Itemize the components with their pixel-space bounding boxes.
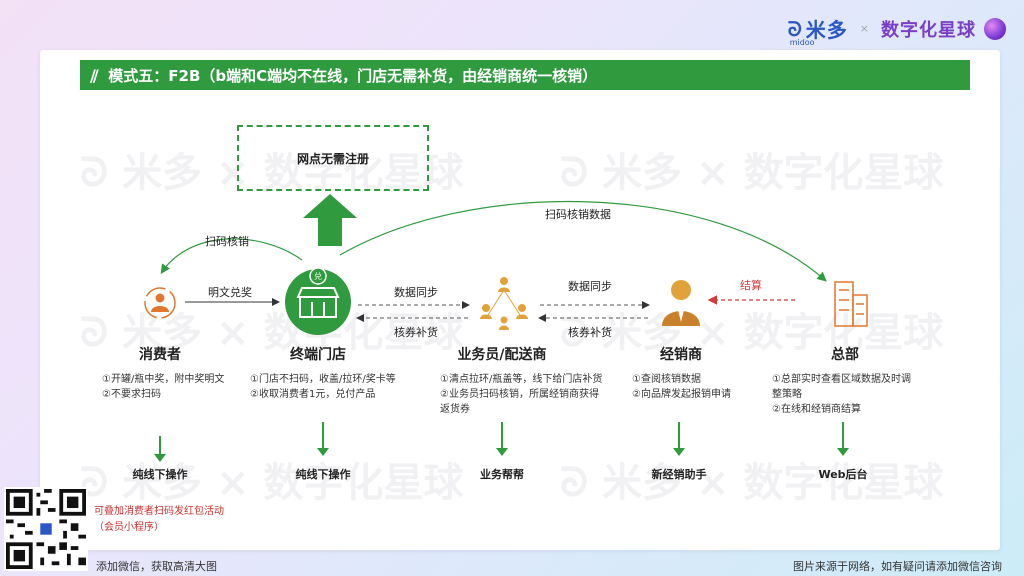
businessman-icon (662, 280, 700, 326)
down-arrow-icon (673, 422, 685, 456)
desc-line: ②向品牌发起报销申请 (632, 389, 731, 400)
down-arrow-icon (496, 422, 508, 456)
scan-data-arrow (339, 200, 827, 282)
desc-line: ①门店不扫码，收盖/拉环/奖卡等 (250, 374, 396, 385)
scan-verify-label: 扫码核销 (205, 235, 249, 248)
node-hq: 总部 (795, 344, 895, 364)
node-sales: 业务员/配送商 (442, 344, 562, 364)
node-consumer: 消费者 (110, 344, 210, 364)
up-arrow-icon (303, 194, 357, 246)
data-sync-label-1: 数据同步 (394, 286, 438, 299)
plain-redeem-label: 明文兑奖 (208, 286, 252, 299)
brand-separator: × (859, 22, 869, 35)
desc-line: ①清点拉环/瓶盖等，线下给门店补货 (440, 374, 603, 385)
no-register-box: 网点无需注册 (237, 125, 429, 191)
mode-title: 模式五：F2B（b端和C端均不在线，门店无需补货，由经销商统一核销） (108, 66, 598, 85)
diagram-card: ᘐ 米多 × 数字化星球 ᘐ 米多 × 数字化星球 ᘐ 米多 × 数字化星球 ᘐ… (40, 50, 1000, 550)
brand-logo-text: 米多 (805, 18, 848, 42)
brand-header: ᘐ 米多 midoo × 数字化星球 (787, 14, 1006, 48)
desc-line: ②业务员扫码核销，所属经销商获得 (440, 389, 599, 400)
coupon-restock-label-1: 核券补货 (394, 326, 438, 339)
sales-team-icon (480, 277, 528, 330)
slash-icon: // (90, 65, 99, 85)
wechat-qr-icon[interactable] (4, 487, 88, 571)
tool-sales: 业务帮帮 (480, 468, 524, 481)
tool-hq: Web后台 (818, 468, 868, 481)
node-desc-sales: ①清点拉环/瓶盖等，线下给门店补货 ②业务员扫码核销，所属经销商获得 返货券 (440, 372, 630, 417)
no-register-label: 网点无需注册 (296, 151, 369, 166)
consumer-icon (144, 287, 176, 319)
footer-left-text: 添加微信，获取高清大图 (96, 560, 217, 573)
coupon-restock-label-2: 核券补货 (568, 326, 612, 339)
desc-line: ②收取消费者1元，兑付产品 (250, 389, 376, 400)
midoo-mark-icon: ᘐ (787, 16, 802, 41)
brand-logo-sub: midoo (789, 38, 815, 47)
node-title: 终端门店 (290, 347, 346, 363)
tool-store: 纯线下操作 (295, 468, 351, 481)
store-badge: 兑 (314, 271, 322, 281)
down-arrow-icon (154, 436, 166, 462)
tool-distributor: 新经销助手 (651, 468, 707, 481)
node-desc-hq: ①总部实时查看区域数据及时调 整策略 ②在线和经销商结算 (772, 372, 942, 417)
desc-line: 返货券 (440, 404, 470, 415)
down-arrow-icon (317, 422, 329, 456)
node-desc-consumer: ①开罐/瓶中奖，附中奖明文 ②不要求扫码 (102, 372, 252, 402)
node-title: 消费者 (139, 347, 181, 363)
footer-right-text: 图片来源于网络，如有疑问请添加微信咨询 (793, 560, 1002, 573)
scan-verify-arrow (160, 238, 303, 274)
node-desc-distributor: ①查阅核销数据 ②向品牌发起报销申请 (632, 372, 782, 402)
desc-line: ①总部实时查看区域数据及时调 (772, 374, 911, 385)
promo-note: 可叠加消费者扫码发红包活动 （会员小程序） (94, 504, 224, 536)
settle-label: 结算 (740, 279, 762, 292)
store-icon (285, 267, 351, 335)
tool-consumer: 纯线下操作 (132, 468, 188, 481)
promo-line: （会员小程序） (94, 522, 164, 533)
node-title: 业务员/配送商 (457, 347, 547, 363)
node-title: 总部 (831, 347, 859, 363)
brand-planet-text: 数字化星球 (881, 19, 976, 41)
desc-line: ①开罐/瓶中奖，附中奖明文 (102, 374, 225, 385)
node-title: 经销商 (660, 347, 702, 363)
mode-title-bar: // 模式五：F2B（b端和C端均不在线，门店无需补货，由经销商统一核销） (80, 60, 970, 90)
promo-line: 可叠加消费者扫码发红包活动 (94, 506, 224, 517)
planet-icon (984, 17, 1006, 40)
building-icon (834, 281, 868, 327)
desc-line: ②不要求扫码 (102, 389, 161, 400)
scan-data-label: 扫码核销数据 (545, 208, 611, 221)
desc-line: ①查阅核销数据 (632, 374, 701, 385)
down-arrow-icon (837, 422, 849, 456)
data-sync-label-2: 数据同步 (568, 280, 612, 293)
node-desc-store: ①门店不扫码，收盖/拉环/奖卡等 ②收取消费者1元，兑付产品 (250, 372, 425, 402)
node-store: 终端门店 (268, 344, 368, 364)
flow-diagram: 兑 (144, 200, 868, 462)
node-distributor: 经销商 (631, 344, 731, 364)
midoo-logo: ᘐ 米多 midoo (787, 14, 848, 48)
desc-line: 整策略 (772, 389, 802, 400)
desc-line: ②在线和经销商结算 (772, 404, 861, 415)
